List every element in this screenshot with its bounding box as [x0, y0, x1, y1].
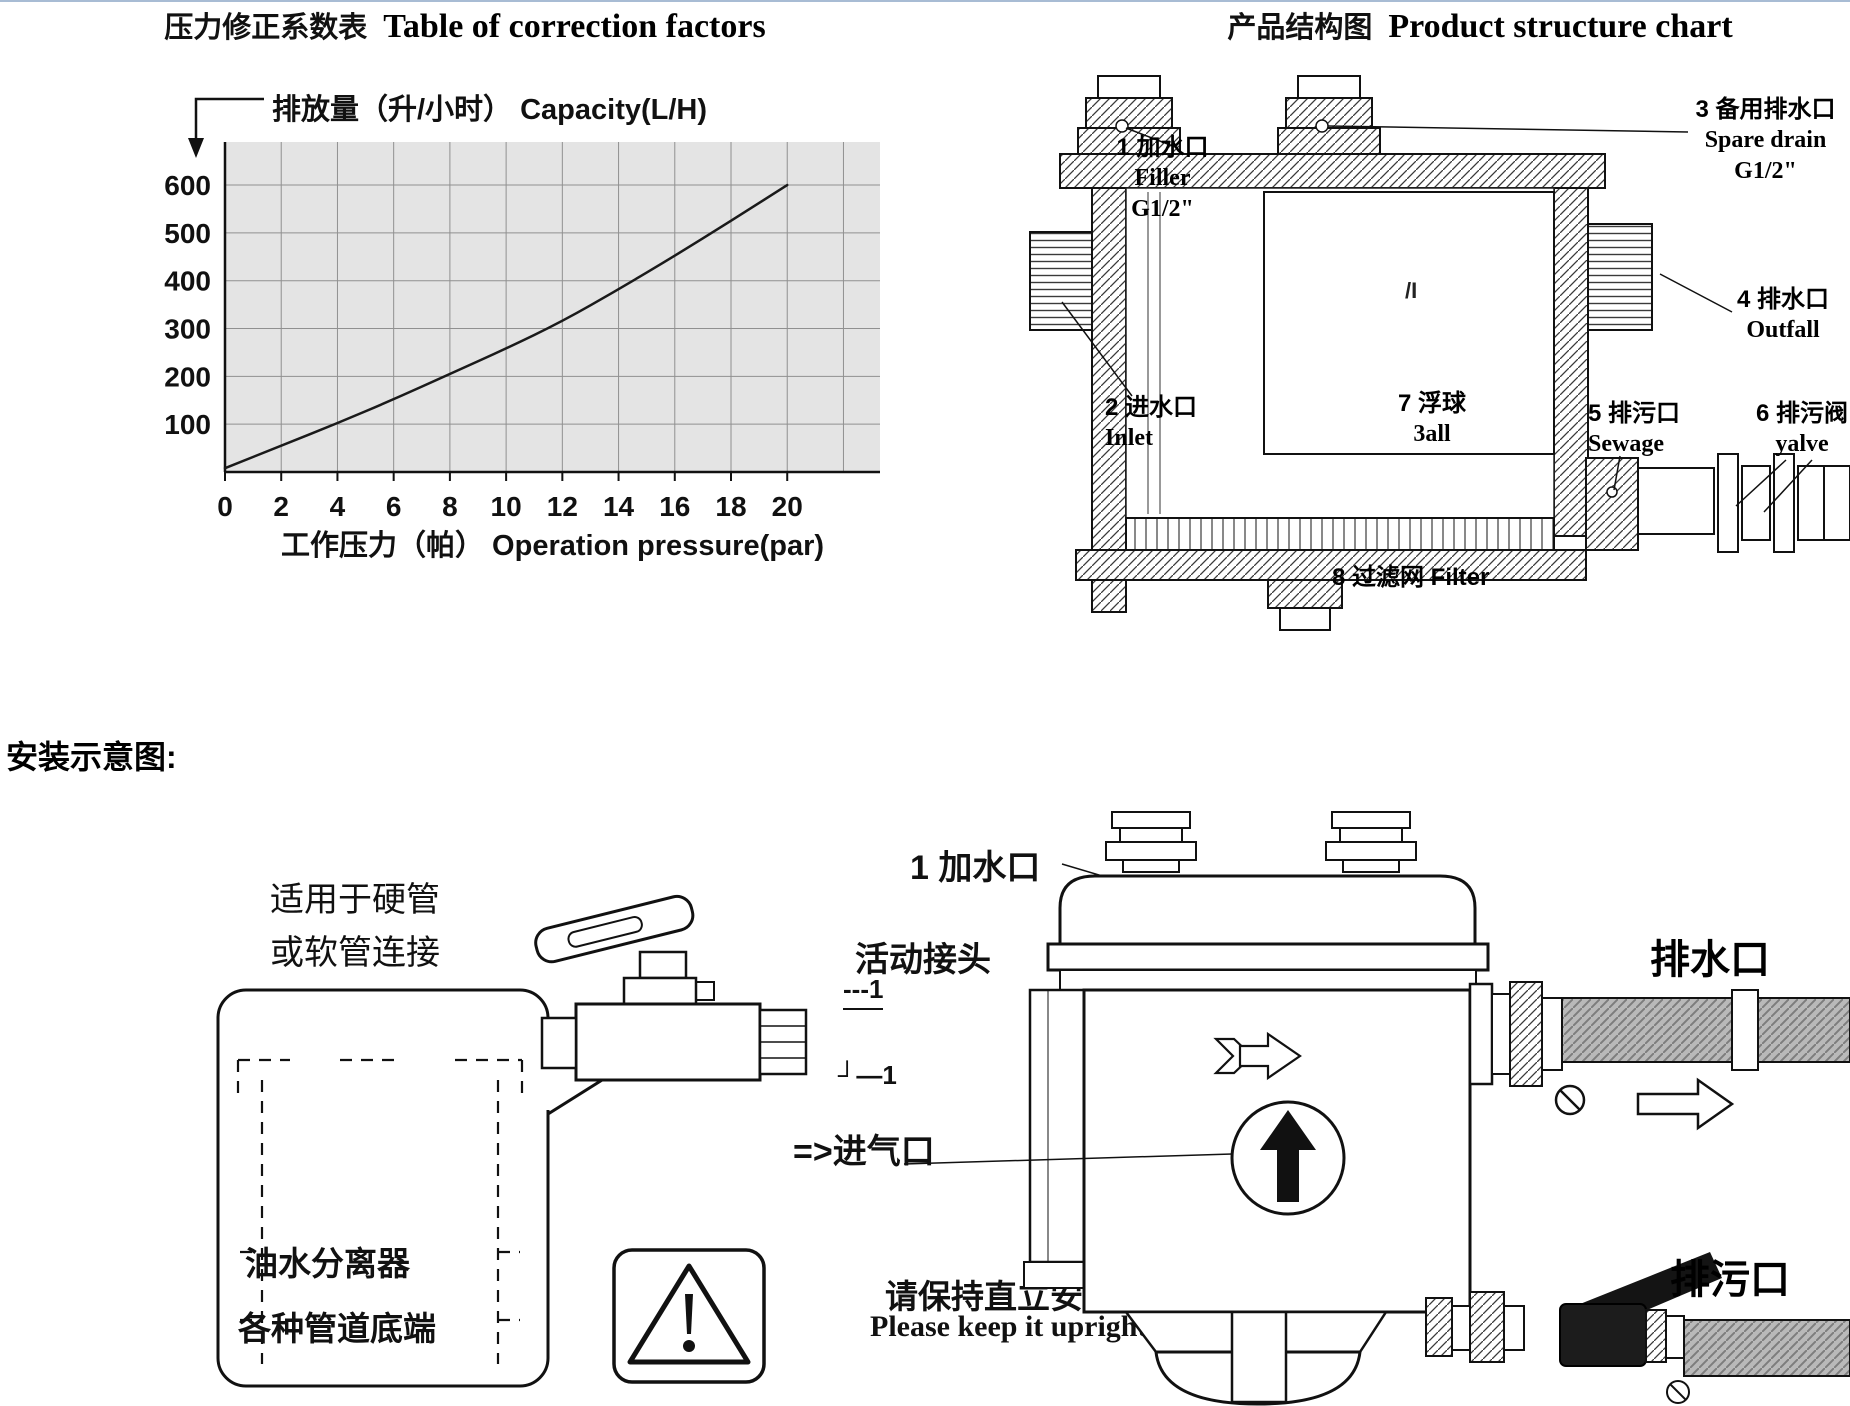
- ball-valve-drawing: [534, 894, 808, 1082]
- part-label-outfall: 4 排水口 Outfall: [1736, 286, 1829, 344]
- float-ball: [1263, 191, 1555, 455]
- svg-text:14: 14: [603, 491, 635, 522]
- part-label-float: 7 浮球 3all: [1397, 390, 1466, 448]
- filler-callout: 1 加水口: [910, 849, 1041, 887]
- pipe-end-text: 各种管道底端: [238, 1310, 436, 1347]
- part-label-filler: 1 加水口 Filler G1/2": [1116, 134, 1209, 223]
- svg-text:4: 4: [330, 491, 346, 522]
- callout-a: ---1: [843, 974, 884, 1010]
- svg-text:20: 20: [772, 491, 803, 522]
- outfall-port-label: 排水口: [1650, 938, 1770, 982]
- separator-text: 油水分离器: [245, 1245, 410, 1282]
- sewage-port-label: 排污口: [1670, 1258, 1790, 1302]
- structure-chart-title-zh: 产品结构图: [1227, 12, 1373, 44]
- svg-text:16: 16: [659, 491, 690, 522]
- installed-device-drawing: [903, 811, 1850, 1406]
- capacity-axis-label: 排放量（升/小时） Capacity(L/H): [272, 94, 708, 126]
- svg-text:200: 200: [164, 361, 211, 392]
- pressure-axis-label: 工作压力（帕） Operation pressure(par): [280, 530, 825, 562]
- svg-text:500: 500: [164, 218, 211, 249]
- structure-chart-title-en: Product structure chart: [1388, 8, 1733, 45]
- dashed-pipe-icon: [236, 1058, 524, 1364]
- air-inlet-label: =>进气口: [793, 1133, 935, 1171]
- capacity-axis-arrow-icon: [188, 97, 264, 158]
- part-label-sewage-valve: 6 排污阀 yalve: [1755, 400, 1848, 458]
- svg-text:600: 600: [164, 170, 211, 201]
- filter-screen: [1125, 517, 1555, 551]
- svg-text:400: 400: [164, 266, 211, 297]
- install-heading: 安装示意图:: [6, 739, 177, 775]
- upright-note-en: Please keep it upright: [870, 1310, 1148, 1343]
- correction-chart: 0 2 4 6 8 10 12 14 16 18 20 100 200 300 400 500 600: [164, 142, 880, 522]
- stray-mark: /I: [1405, 278, 1418, 303]
- outfall-boss: [1587, 223, 1653, 331]
- svg-text:18: 18: [715, 491, 746, 522]
- union-label: 活动接头: [855, 941, 991, 979]
- structure-drawing: [1029, 75, 1850, 631]
- pipe-connection-note: 适用于硬管 或软管连接: [270, 881, 440, 972]
- svg-text:10: 10: [491, 491, 522, 522]
- bolt-stack-left: [1105, 811, 1197, 873]
- flow-direction-arrow-icon: [1636, 1077, 1735, 1131]
- inlet-boss: [1029, 231, 1093, 331]
- correction-chart-title-zh: 压力修正系数表: [164, 12, 368, 44]
- svg-text:12: 12: [547, 491, 578, 522]
- part-label-sewage: 5 排污口 Sewage: [1588, 400, 1681, 458]
- warning-sign: [612, 1248, 766, 1384]
- callout-b: ┘—1: [838, 1060, 897, 1090]
- structure-chart-title: 产品结构图 Product structure chart: [1135, 4, 1825, 46]
- svg-text:0: 0: [217, 491, 233, 522]
- outfall-hose: [1561, 997, 1850, 1063]
- svg-text:100: 100: [164, 409, 211, 440]
- svg-text:300: 300: [164, 314, 211, 345]
- svg-text:6: 6: [386, 491, 402, 522]
- sewage-hose: [1683, 1319, 1850, 1377]
- svg-text:8: 8: [442, 491, 458, 522]
- correction-chart-title-en: Table of correction factors: [383, 8, 766, 45]
- flow-arrow-icon: [1213, 1031, 1302, 1081]
- svg-text:2: 2: [273, 491, 289, 522]
- correction-chart-title: 压力修正系数表 Table of correction factors: [140, 4, 790, 46]
- part-label-spare-drain: 3 备用排水口 Spare drain G1/2": [1695, 96, 1836, 185]
- part-label-inlet: 2 进水口 Inlet: [1105, 394, 1198, 452]
- part-label-filter: 8 过滤网 Filter: [1332, 564, 1490, 591]
- bolt-stack-right: [1325, 811, 1417, 873]
- drain-valve-body: [1559, 1303, 1647, 1367]
- up-arrow-icon: [1260, 1110, 1316, 1202]
